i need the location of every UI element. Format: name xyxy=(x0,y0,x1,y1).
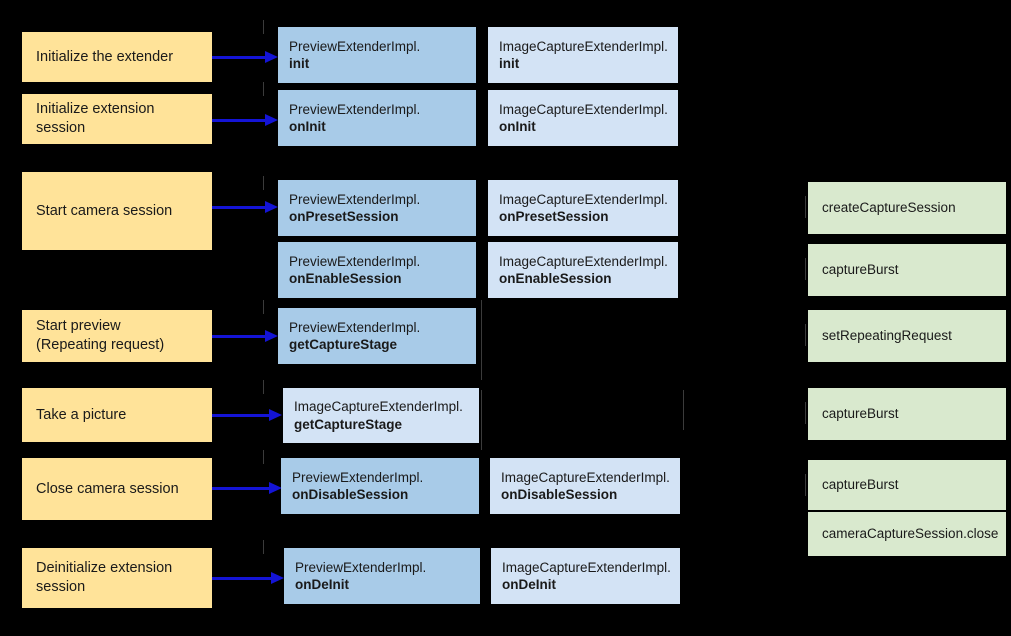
guide-tick xyxy=(805,324,806,346)
method-name: onDeInit xyxy=(502,577,556,592)
method-name: onDisableSession xyxy=(501,487,618,502)
method-name: onDisableSession xyxy=(292,487,409,502)
image-capture-extender-box-ondisablesession[interactable]: ImageCaptureExtenderImpl. onDisableSessi… xyxy=(490,458,680,514)
camera2-api-label: setRepeatingRequest xyxy=(822,328,952,344)
preview-extender-box-oninit[interactable]: PreviewExtenderImpl. onInit xyxy=(278,90,476,146)
image-capture-extender-box-oninit[interactable]: ImageCaptureExtenderImpl. onInit xyxy=(488,90,678,146)
preview-extender-box-onpresetsession[interactable]: PreviewExtenderImpl. onPresetSession xyxy=(278,180,476,236)
camera2-box-cameracapturesession-close[interactable]: cameraCaptureSession.close xyxy=(808,512,1006,556)
class-name: ImageCaptureExtenderImpl. xyxy=(294,399,463,415)
method-name: onDeInit xyxy=(295,577,349,592)
camera2-api-label: createCaptureSession xyxy=(822,200,956,216)
guide-tick xyxy=(481,300,482,380)
camera2-api-label: captureBurst xyxy=(822,477,899,493)
method-name: init xyxy=(289,56,310,71)
stage-box-deinitialize-extension-session[interactable]: Deinitialize extension session xyxy=(22,548,212,608)
stage-box-initialize-extender[interactable]: Initialize the extender xyxy=(22,32,212,82)
preview-extender-box-init[interactable]: PreviewExtenderImpl. init xyxy=(278,27,476,83)
camera2-api-label: cameraCaptureSession.close xyxy=(822,526,999,542)
class-name: PreviewExtenderImpl. xyxy=(289,319,421,335)
camera2-box-captureburst-1[interactable]: captureBurst xyxy=(808,244,1006,296)
stage-label: Start preview (Repeating request) xyxy=(36,318,165,353)
method-name: onPresetSession xyxy=(289,209,399,224)
preview-extender-box-ondisablesession[interactable]: PreviewExtenderImpl. onDisableSession xyxy=(281,458,479,514)
image-capture-extender-box-ondeinit[interactable]: ImageCaptureExtenderImpl. onDeInit xyxy=(491,548,680,604)
stage-label: Deinitialize extension session xyxy=(36,560,173,595)
camera2-box-captureburst-2[interactable]: captureBurst xyxy=(808,388,1006,440)
camera2-api-label: captureBurst xyxy=(822,406,899,422)
class-name: ImageCaptureExtenderImpl. xyxy=(501,469,670,485)
stage-box-close-camera-session[interactable]: Close camera session xyxy=(22,458,212,520)
class-name: ImageCaptureExtenderImpl. xyxy=(502,559,671,575)
class-name: ImageCaptureExtenderImpl. xyxy=(499,191,668,207)
stage-box-start-camera-session[interactable]: Start camera session xyxy=(22,172,212,250)
method-name: getCaptureStage xyxy=(294,416,403,432)
guide-tick xyxy=(263,380,264,394)
class-name: PreviewExtenderImpl. xyxy=(289,191,421,207)
guide-tick xyxy=(683,390,684,430)
class-name: PreviewExtenderImpl. xyxy=(292,469,424,485)
stage-box-start-preview[interactable]: Start preview (Repeating request) xyxy=(22,310,212,362)
stage-label: Initialize extension session xyxy=(36,101,155,136)
image-capture-extender-box-init[interactable]: ImageCaptureExtenderImpl. init xyxy=(488,27,678,83)
guide-tick xyxy=(263,82,264,96)
image-capture-extender-box-onenablesession[interactable]: ImageCaptureExtenderImpl. onEnableSessio… xyxy=(488,242,678,298)
method-name: onPresetSession xyxy=(499,209,609,224)
preview-extender-box-ondeinit[interactable]: PreviewExtenderImpl. onDeInit xyxy=(284,548,480,604)
stage-label: Initialize the extender xyxy=(36,48,174,65)
guide-tick xyxy=(263,450,264,464)
method-name: onInit xyxy=(499,119,536,134)
preview-extender-box-onenablesession[interactable]: PreviewExtenderImpl. onEnableSession xyxy=(278,242,476,298)
guide-tick xyxy=(263,540,264,554)
stage-label: Close camera session xyxy=(36,480,179,497)
method-name: onEnableSession xyxy=(499,271,612,286)
camera2-box-captureburst-3[interactable]: captureBurst xyxy=(808,460,1006,510)
camera2-box-setrepeatingrequest[interactable]: setRepeatingRequest xyxy=(808,310,1006,362)
stage-box-initialize-extension-session[interactable]: Initialize extension session xyxy=(22,94,212,144)
class-name: PreviewExtenderImpl. xyxy=(289,101,421,117)
stage-box-take-a-picture[interactable]: Take a picture xyxy=(22,388,212,442)
stage-label: Start camera session xyxy=(36,202,173,219)
camera2-box-createcapturesession[interactable]: createCaptureSession xyxy=(808,182,1006,234)
stage-label: Take a picture xyxy=(36,406,127,423)
guide-tick xyxy=(263,20,264,34)
image-capture-extender-box-getcapturestage[interactable]: ImageCaptureExtenderImpl. getCaptureStag… xyxy=(283,388,479,443)
guide-tick xyxy=(263,300,264,314)
class-name: ImageCaptureExtenderImpl. xyxy=(499,38,668,54)
preview-extender-box-getcapturestage[interactable]: PreviewExtenderImpl. getCaptureStage xyxy=(278,308,476,364)
class-name: PreviewExtenderImpl. xyxy=(289,253,421,269)
guide-tick xyxy=(263,176,264,190)
guide-tick xyxy=(805,258,806,280)
class-name: PreviewExtenderImpl. xyxy=(289,38,421,54)
class-name: ImageCaptureExtenderImpl. xyxy=(499,253,668,269)
method-name: onInit xyxy=(289,119,326,134)
guide-tick xyxy=(481,390,482,450)
method-name: onEnableSession xyxy=(289,271,402,286)
method-name: init xyxy=(499,56,520,71)
class-name: PreviewExtenderImpl. xyxy=(295,559,427,575)
guide-tick xyxy=(805,196,806,218)
image-capture-extender-box-onpresetsession[interactable]: ImageCaptureExtenderImpl. onPresetSessio… xyxy=(488,180,678,236)
class-name: ImageCaptureExtenderImpl. xyxy=(499,101,668,117)
camera2-api-label: captureBurst xyxy=(822,262,899,278)
method-name: getCaptureStage xyxy=(289,337,398,352)
guide-tick xyxy=(805,402,806,424)
guide-tick xyxy=(805,474,806,496)
